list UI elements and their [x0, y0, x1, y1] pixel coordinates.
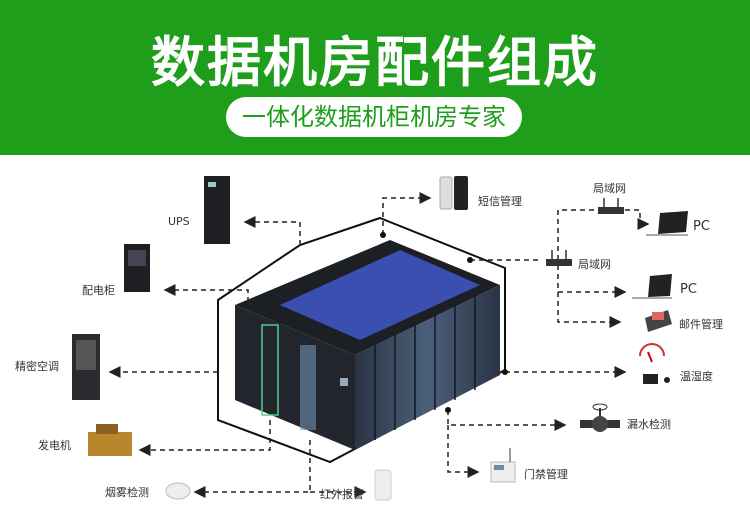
router-icon	[598, 198, 624, 214]
label-email: 邮件管理	[679, 318, 723, 331]
laptop-icon	[632, 274, 672, 299]
router-icon	[546, 250, 572, 266]
label-pc-mid: PC	[680, 282, 697, 297]
infrared-sensor-icon	[374, 469, 392, 501]
label-ups: UPS	[168, 215, 190, 228]
page-title: 数据机房配件组成	[151, 31, 599, 94]
phone-icon	[439, 176, 468, 210]
subtitle-badge: 一体化数据机柜机房专家	[226, 97, 522, 137]
label-infrared-alarm: 红外报警	[320, 488, 364, 501]
label-smoke-detection: 烟雾检测	[105, 486, 149, 499]
smoke-detector-icon	[165, 482, 191, 500]
label-pc-top: PC	[693, 219, 710, 234]
label-lan-mid: 局域网	[578, 258, 611, 271]
label-access-control: 门禁管理	[524, 468, 568, 481]
generator-icon	[88, 424, 132, 456]
precision-ac-icon	[72, 334, 100, 400]
ups-icon	[204, 176, 230, 244]
header-banner: 数据机房配件组成 一体化数据机柜机房专家	[0, 0, 750, 155]
distribution-cabinet-icon	[124, 244, 150, 292]
label-lan-top: 局域网	[593, 182, 626, 195]
temperature-humidity-icon	[639, 343, 670, 384]
email-tablet-icon	[645, 310, 672, 332]
enclosure-outline	[217, 216, 506, 464]
water-leak-valve-icon	[580, 403, 620, 432]
server-room-icon	[235, 240, 500, 450]
label-sms: 短信管理	[478, 195, 522, 208]
access-control-icon	[490, 448, 516, 483]
label-temp-humidity: 温湿度	[680, 370, 713, 383]
laptop-icon	[646, 211, 688, 236]
label-precision-ac: 精密空调	[15, 360, 59, 373]
label-distribution-cabinet: 配电柜	[82, 284, 115, 297]
label-generator: 发电机	[38, 439, 71, 452]
label-leak-detection: 漏水检测	[627, 418, 671, 431]
